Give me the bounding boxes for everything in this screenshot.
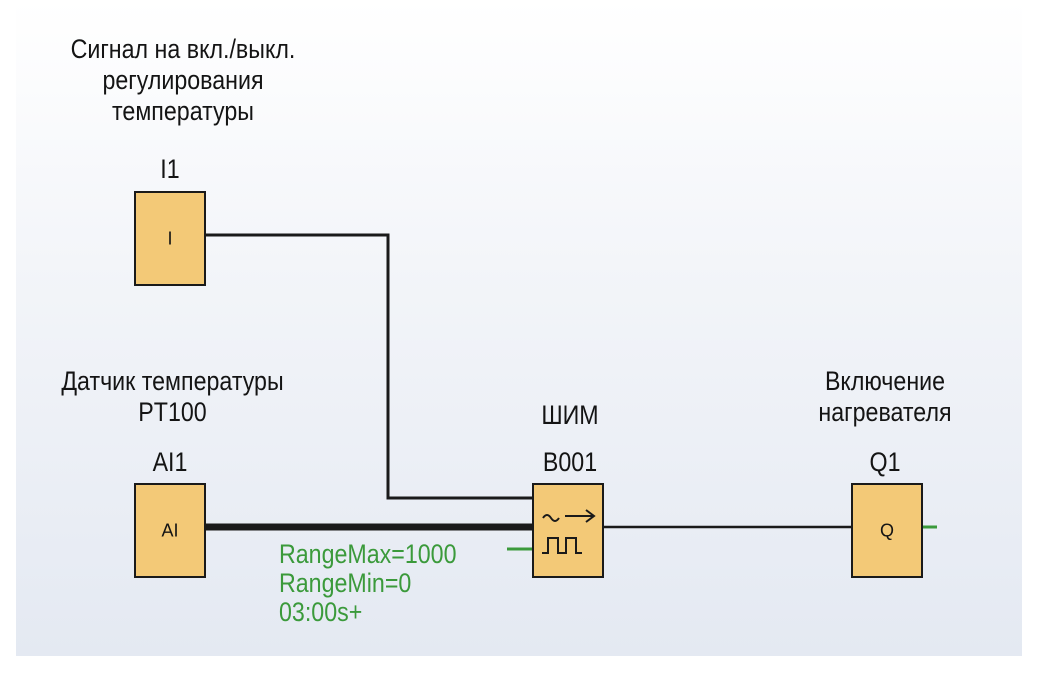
pwm-icon	[542, 509, 596, 554]
ai1-caption-line-1: Датчик температуры	[61, 366, 284, 396]
output-block-q1[interactable]: Q	[851, 483, 923, 578]
input-block-i1-symbol: I	[167, 228, 173, 248]
output-block-q1-symbol: Q	[879, 520, 894, 540]
ai1-name: AI1	[152, 447, 188, 477]
i1-caption-line-3: температуры	[112, 96, 254, 126]
ai1-caption: Датчик температуры PT100	[41, 366, 303, 428]
pwm-block-b001[interactable]	[532, 483, 604, 578]
b001-name: B001	[542, 447, 598, 477]
q1-name: Q1	[869, 447, 901, 477]
q1-caption-line-2: нагревателя	[818, 397, 952, 427]
ai1-caption-line-2: PT100	[138, 397, 207, 427]
i1-name: I1	[160, 154, 180, 184]
q1-caption-line-1: Включение	[824, 366, 946, 396]
analog-input-block-ai1-symbol: AI	[161, 520, 179, 540]
param-range-max: RangeMax=1000	[279, 539, 457, 569]
i1-caption: Сигнал на вкл./выкл. регулирования темпе…	[50, 34, 317, 127]
i1-caption-line-1: Сигнал на вкл./выкл.	[70, 34, 296, 64]
wire-i1-to-b001	[206, 233, 533, 500]
param-period: 03:00s+	[279, 597, 363, 627]
input-block-i1[interactable]: I	[134, 191, 206, 286]
q1-caption: Включение нагревателя	[786, 366, 984, 428]
i1-caption-line-2: регулирования	[102, 65, 264, 95]
pwm-parameters: RangeMax=1000 RangeMin=0 03:00s+	[279, 540, 457, 627]
analog-input-block-ai1[interactable]: AI	[134, 483, 206, 578]
param-range-min: RangeMin=0	[279, 568, 412, 598]
b001-caption: ШИМ	[541, 400, 599, 430]
